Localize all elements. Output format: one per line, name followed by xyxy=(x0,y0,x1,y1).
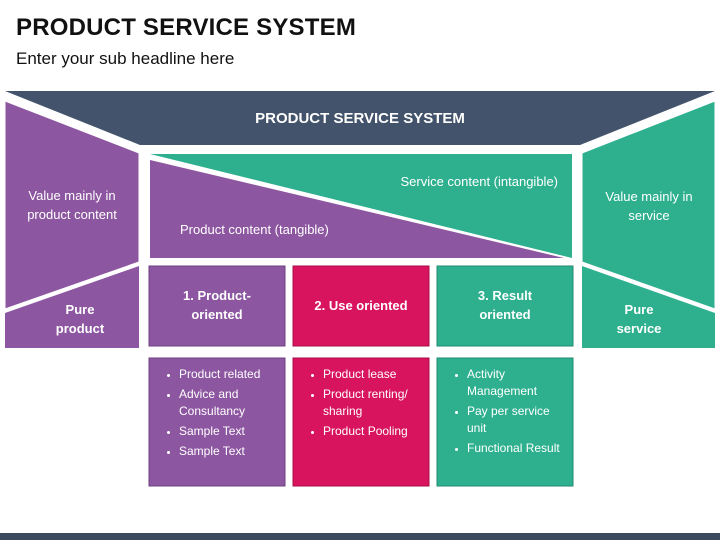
category-label-product-oriented: 1. Product-oriented xyxy=(183,288,251,322)
left-value-shape xyxy=(4,100,140,310)
list-box-result-oriented: Activity Management Pay per service unit… xyxy=(437,358,573,486)
product-content-shape xyxy=(150,160,564,258)
list-item: Sample Text xyxy=(179,443,279,460)
banner-label: PRODUCT SERVICE SYSTEM xyxy=(255,109,465,127)
list-item: Sample Text xyxy=(179,423,279,440)
page-title: PRODUCT SERVICE SYSTEM xyxy=(16,14,357,41)
list-item: Product Pooling xyxy=(323,423,423,440)
list-item: Pay per service unit xyxy=(467,403,567,437)
category-box-product-oriented xyxy=(148,265,286,347)
category-box-use-oriented xyxy=(292,265,430,347)
list-item: Activity Management xyxy=(467,366,567,400)
list-box-product-oriented-shape xyxy=(148,357,286,487)
list-box-product-oriented: Product related Advice and Consultancy S… xyxy=(149,358,285,486)
category-label-use-oriented: 2. Use oriented xyxy=(314,297,408,313)
list-box-use-oriented: Product lease Product renting/ sharing P… xyxy=(293,358,429,486)
product-content-label: Product content (tangible) xyxy=(180,221,329,237)
pure-product-shape xyxy=(5,266,139,348)
left-value-label: Value mainly in product content xyxy=(27,188,117,222)
pure-product-label: Pure product xyxy=(55,302,105,336)
page-subtitle: Enter your sub headline here xyxy=(16,49,235,68)
service-content-shape xyxy=(150,154,572,258)
list-item: Product related xyxy=(179,366,279,383)
pure-service-label: Pure service xyxy=(616,302,662,336)
banner-shape xyxy=(5,91,715,145)
list-box-use-oriented-shape xyxy=(292,357,430,487)
list-box-result-oriented-shape xyxy=(436,357,574,487)
category-label-result-oriented: 3. Result oriented xyxy=(477,288,533,322)
pure-service-shape xyxy=(582,266,715,348)
list-item: Product renting/ sharing xyxy=(323,386,423,420)
bottom-bar xyxy=(0,533,720,540)
right-value-shape xyxy=(581,100,716,310)
list-item: Advice and Consultancy xyxy=(179,386,279,420)
right-value-label: Value mainly in service xyxy=(605,189,693,223)
list-item: Functional Result xyxy=(467,440,567,457)
category-box-result-oriented xyxy=(436,265,574,347)
list-item: Product lease xyxy=(323,366,423,383)
service-content-label: Service content (intangible) xyxy=(400,173,558,189)
